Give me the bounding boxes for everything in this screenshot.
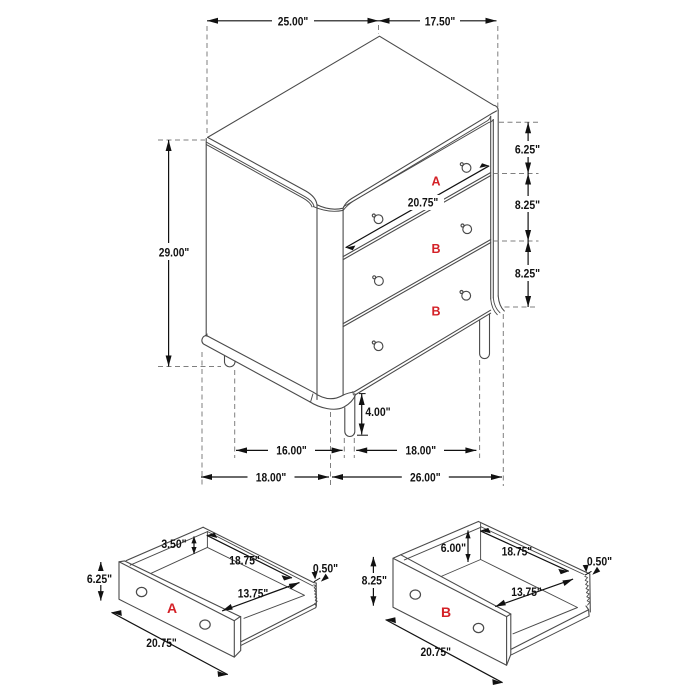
svg-text:20.75": 20.75"	[420, 645, 451, 659]
svg-text:A: A	[167, 600, 177, 616]
svg-text:4.00": 4.00"	[365, 405, 390, 419]
svg-text:18.00": 18.00"	[406, 444, 437, 458]
svg-text:29.00": 29.00"	[159, 245, 190, 259]
svg-text:13.75": 13.75"	[238, 587, 269, 601]
svg-text:13.75": 13.75"	[511, 585, 542, 599]
svg-text:B: B	[431, 242, 440, 256]
svg-text:18.75": 18.75"	[502, 545, 533, 559]
svg-text:3.50": 3.50"	[161, 537, 186, 551]
svg-text:B: B	[431, 305, 440, 319]
svg-text:18.00": 18.00"	[256, 470, 287, 484]
svg-text:6.25": 6.25"	[87, 572, 112, 586]
svg-text:A: A	[431, 175, 440, 189]
svg-text:26.00": 26.00"	[410, 470, 441, 484]
svg-text:B: B	[441, 604, 451, 620]
svg-text:25.00": 25.00"	[278, 14, 309, 28]
svg-text:17.50": 17.50"	[425, 14, 456, 28]
svg-text:8.25": 8.25"	[515, 198, 540, 212]
svg-text:0.50": 0.50"	[587, 554, 612, 568]
svg-text:16.00": 16.00"	[276, 444, 307, 458]
svg-text:8.25": 8.25"	[362, 574, 387, 588]
svg-text:6.25": 6.25"	[515, 143, 540, 157]
svg-text:18.75": 18.75"	[229, 553, 260, 567]
svg-text:0.50": 0.50"	[313, 562, 338, 576]
svg-text:20.75": 20.75"	[408, 196, 439, 210]
svg-text:20.75": 20.75"	[146, 636, 177, 650]
svg-text:6.00": 6.00"	[441, 541, 466, 555]
svg-text:8.25": 8.25"	[515, 267, 540, 281]
